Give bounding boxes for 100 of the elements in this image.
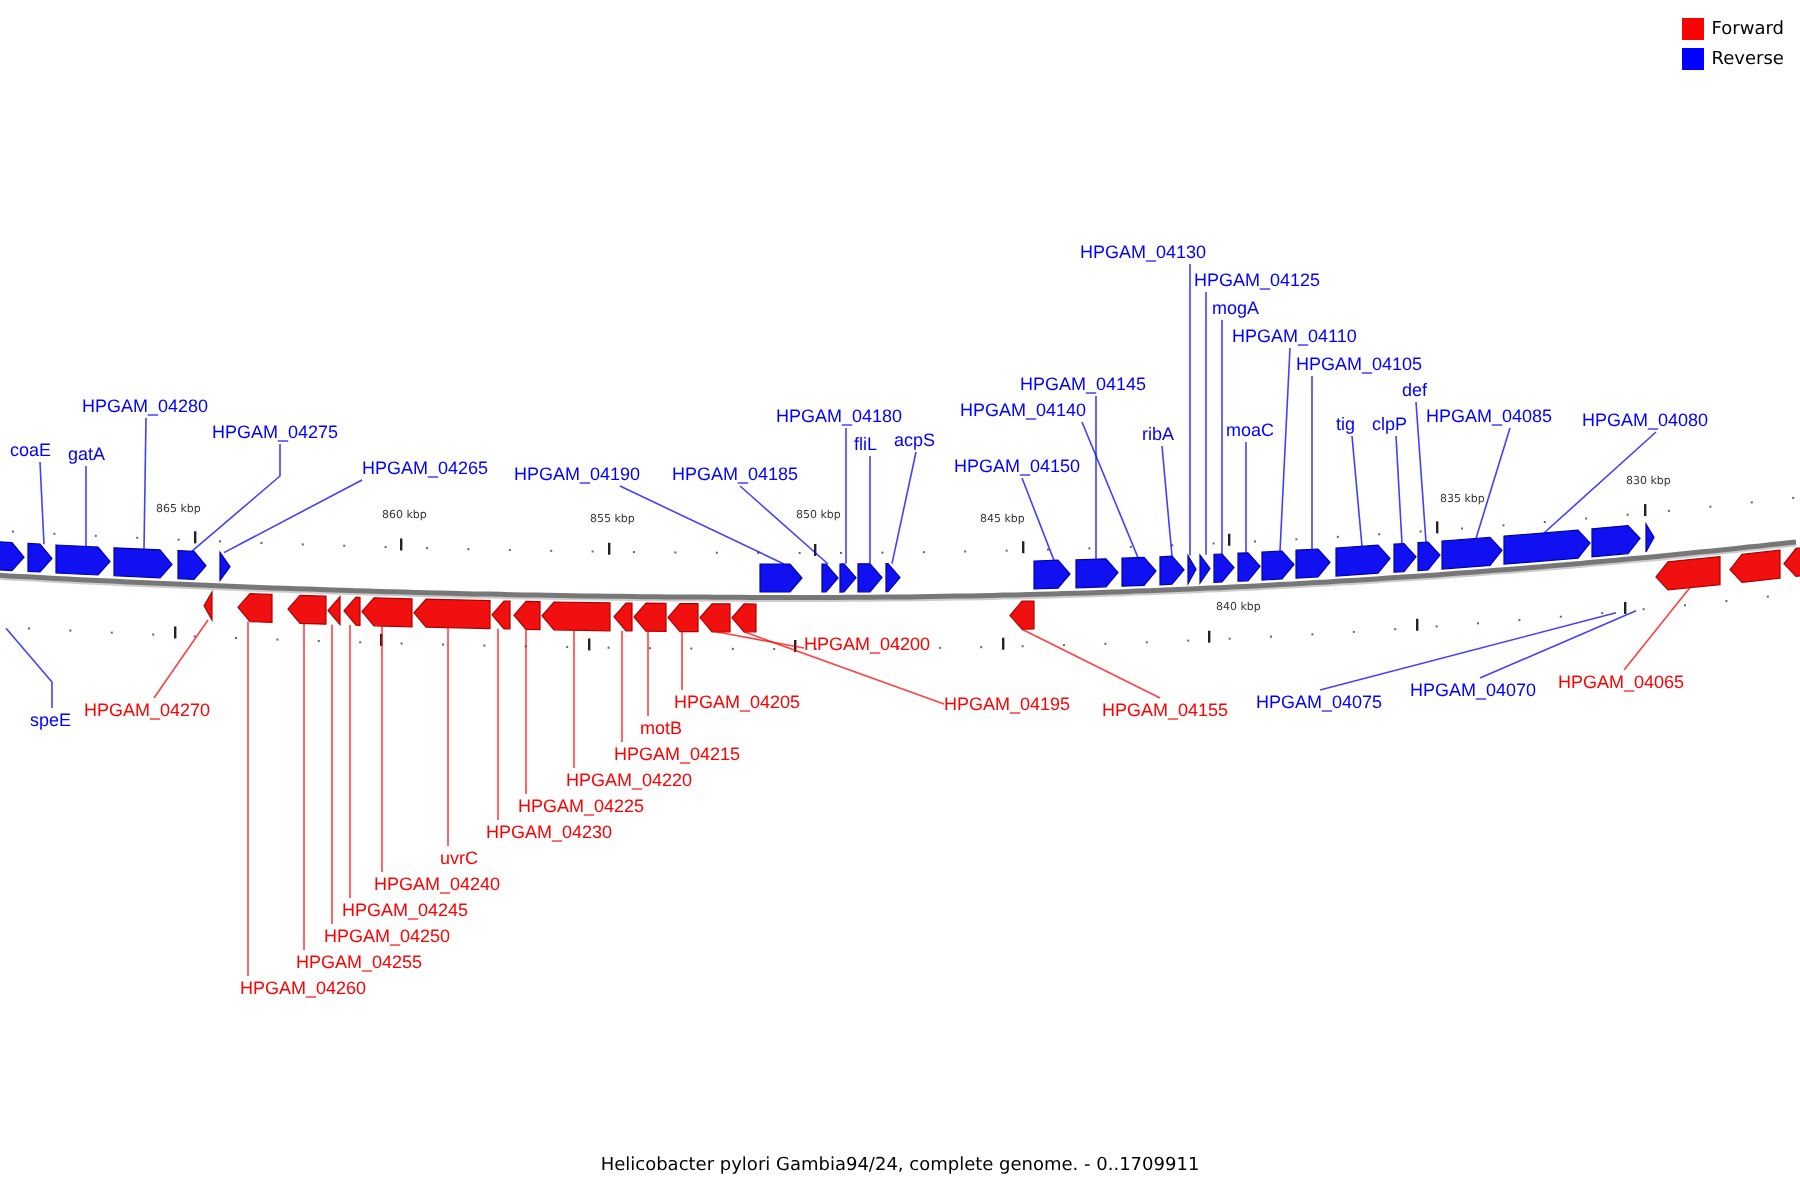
- gene-label: HPGAM_04070: [1410, 678, 1537, 702]
- leader-line: [621, 630, 623, 743]
- leader-line: [845, 427, 847, 565]
- leader-line: [1479, 610, 1637, 679]
- gene-label: HPGAM_04265: [362, 456, 489, 480]
- leader-line: [1623, 586, 1691, 671]
- gene-block: [885, 563, 901, 593]
- gene-block: [1033, 559, 1071, 590]
- gene-label: HPGAM_04230: [486, 820, 613, 844]
- gene-label: HPGAM_04260: [240, 976, 367, 1000]
- gene-label: HPGAM_04150: [954, 454, 1081, 478]
- leader-line: [223, 479, 363, 554]
- leader-line: [349, 624, 351, 899]
- leader-line: [5, 627, 53, 709]
- leader-line: [1415, 401, 1427, 543]
- gene-label: HPGAM_04270: [84, 698, 211, 722]
- leader-line: [247, 620, 249, 977]
- gene-label: tig: [1336, 412, 1356, 436]
- gene-label: HPGAM_04225: [518, 794, 645, 818]
- gene-block: [1213, 553, 1235, 584]
- leader-line: [573, 629, 575, 769]
- gene-block: [839, 563, 857, 593]
- gene-label: gatA: [68, 442, 106, 466]
- gene-label: def: [1402, 378, 1428, 402]
- gene-label: HPGAM_04215: [614, 742, 741, 766]
- gene-block: [667, 603, 699, 633]
- gene-label: HPGAM_04220: [566, 768, 693, 792]
- leader-line: [619, 485, 785, 565]
- gene-label: HPGAM_04250: [324, 924, 451, 948]
- gene-label: HPGAM_04240: [374, 872, 501, 896]
- gene-label: fliL: [854, 432, 878, 456]
- gene-label: mogA: [1212, 296, 1260, 320]
- gene-block: [1591, 524, 1641, 558]
- leader-line: [381, 625, 383, 873]
- leader-line: [303, 622, 305, 951]
- leader-line: [1543, 431, 1657, 534]
- leader-line: [1221, 319, 1223, 555]
- legend-label: Forward: [1711, 19, 1784, 39]
- leader-line: [497, 628, 499, 821]
- gene-block: [1009, 600, 1035, 630]
- gene-label: HPGAM_04145: [1020, 372, 1147, 396]
- leader-line: [1475, 427, 1511, 540]
- gene-label: moaC: [1226, 418, 1275, 442]
- gene-label: HPGAM_04105: [1296, 352, 1423, 376]
- gene-label: HPGAM_04245: [342, 898, 469, 922]
- leader-line: [447, 627, 449, 847]
- gene-label: HPGAM_04155: [1102, 698, 1229, 722]
- gene-label: clpP: [1372, 412, 1408, 436]
- gene-label: HPGAM_04190: [514, 462, 641, 486]
- leader-line: [715, 631, 805, 649]
- gene-block: [1075, 558, 1119, 589]
- leader-line: [743, 631, 945, 705]
- gene-label: speE: [30, 708, 72, 732]
- gene-block: [113, 547, 173, 579]
- leader-line: [331, 623, 333, 925]
- gene-label: HPGAM_04200: [804, 632, 931, 656]
- gene-block: [1237, 552, 1261, 582]
- leader-line: [647, 630, 649, 717]
- gene-block: [731, 603, 757, 633]
- leader-line: [1189, 263, 1191, 557]
- leader-line: [153, 619, 209, 699]
- leader-line: [1095, 395, 1097, 560]
- gene-label: HPGAM_04180: [776, 404, 903, 428]
- caption: Helicobacter pylori Gambia94/24, complete genome. - 0..1709911: [600, 1156, 1200, 1176]
- leader-line: [1395, 435, 1403, 545]
- leader-line: [525, 628, 527, 795]
- leader-line: [681, 630, 683, 691]
- gene-block: [1261, 550, 1295, 581]
- gene-block: [1655, 555, 1721, 591]
- leader-line: [1279, 347, 1291, 552]
- gene-label: HPGAM_04080: [1582, 408, 1709, 432]
- legend-label: Reverse: [1711, 49, 1784, 69]
- gene-label: uvrC: [440, 846, 479, 870]
- leader-line: [1021, 628, 1161, 699]
- gene-label: HPGAM_04205: [674, 690, 801, 714]
- gene-block: [1645, 521, 1655, 553]
- leader-line: [1319, 612, 1617, 691]
- gene-block: [1121, 556, 1157, 587]
- leader-line: [1205, 291, 1207, 556]
- gene-label: ribA: [1142, 422, 1175, 446]
- gene-block: [1199, 553, 1211, 585]
- gene-label: HPGAM_04065: [1558, 670, 1685, 694]
- gene-label: HPGAM_04085: [1426, 404, 1553, 428]
- gene-label: HPGAM_04195: [944, 692, 1071, 716]
- leader-line: [191, 443, 281, 552]
- leader-line: [1081, 421, 1139, 559]
- gene-label: HPGAM_04130: [1080, 240, 1207, 264]
- gene-block: [237, 593, 273, 624]
- gene-block: [177, 549, 207, 580]
- gene-label: acpS: [894, 428, 936, 452]
- gene-label: HPGAM_04075: [1256, 690, 1383, 714]
- gene-label: HPGAM_04280: [82, 394, 209, 418]
- gene-block: [1295, 548, 1331, 579]
- leader-line: [739, 485, 829, 565]
- leader-line: [39, 461, 45, 545]
- gene-block: [699, 603, 731, 633]
- gene-label: HPGAM_04110: [1232, 324, 1357, 348]
- leader-line: [1161, 445, 1173, 557]
- leader-line: [1351, 435, 1363, 548]
- leader-line: [1245, 441, 1247, 554]
